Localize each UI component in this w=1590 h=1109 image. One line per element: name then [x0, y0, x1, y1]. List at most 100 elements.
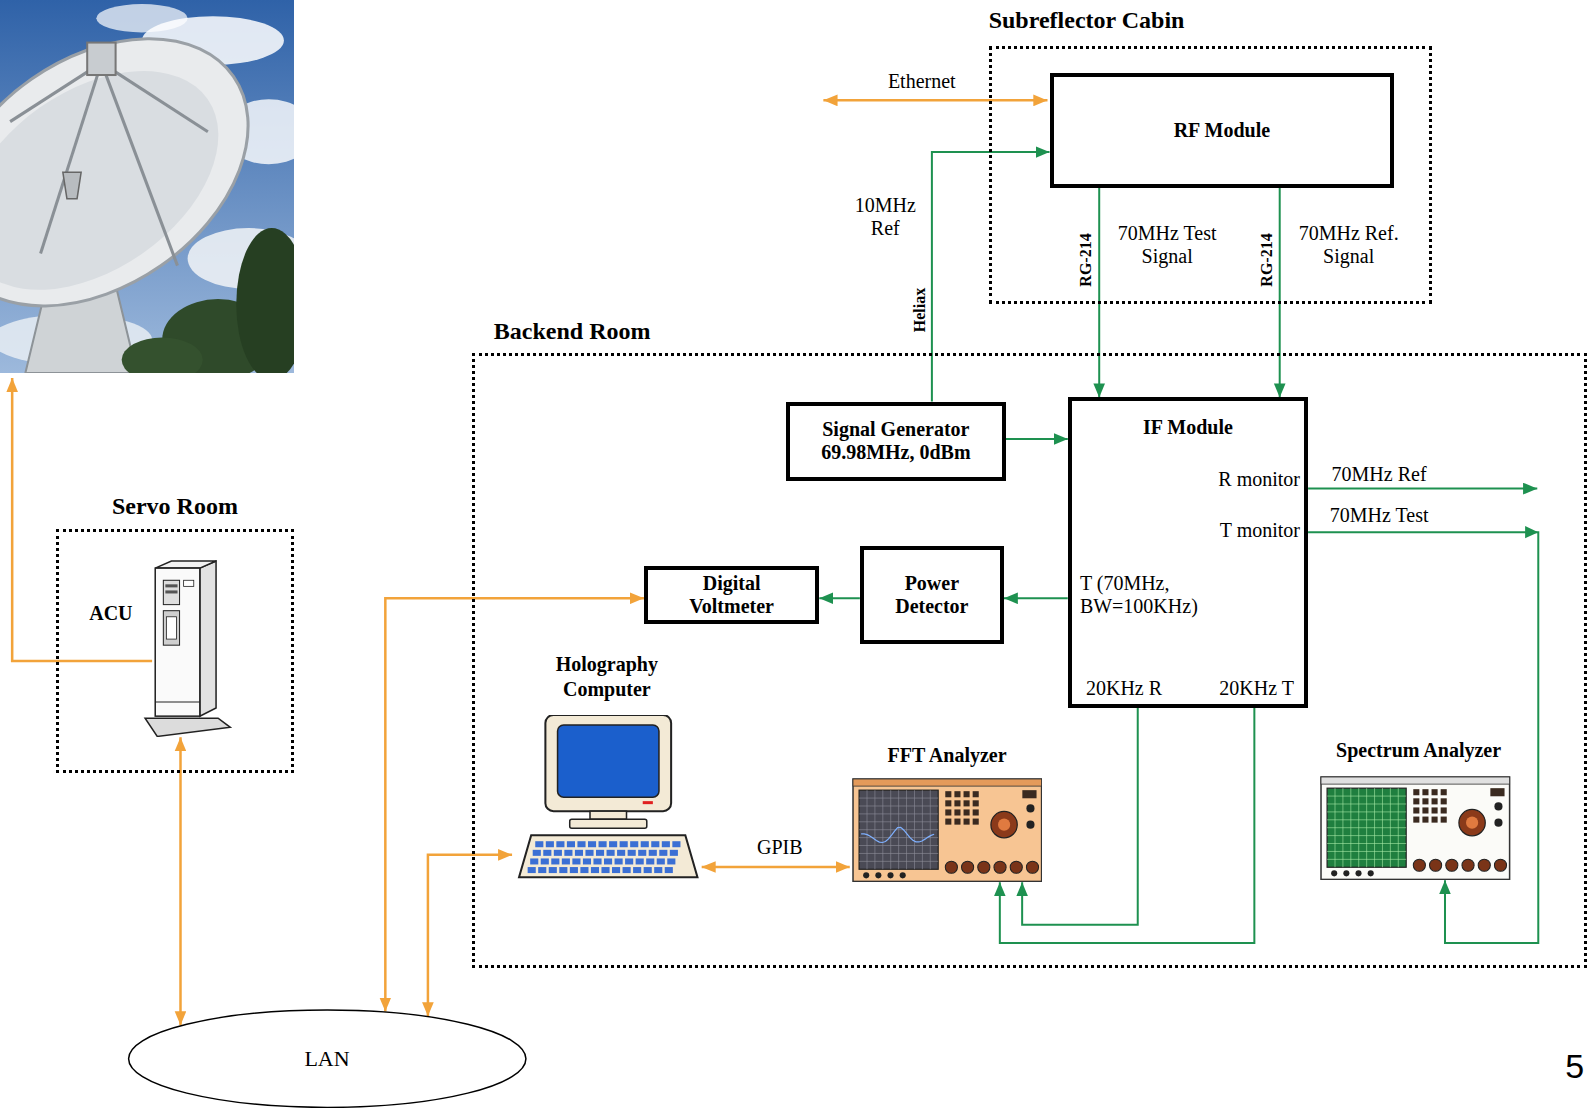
computer-drawing-part	[570, 819, 647, 828]
computer-drawing-part	[638, 850, 646, 856]
computer-drawing-part	[586, 850, 594, 856]
analyzer-drawing-part	[1441, 807, 1447, 813]
analyzer-drawing-part	[1432, 798, 1438, 804]
computer-drawing-part	[643, 801, 653, 804]
analyzer-drawing-part	[963, 800, 969, 806]
analyzer-drawing-part	[945, 809, 951, 815]
analyzer-drawing-part	[972, 809, 978, 815]
analyzer-drawing-part	[1327, 859, 1406, 860]
device-name: Spectrum Analyzer	[1314, 738, 1523, 763]
computer-drawing-part	[651, 841, 659, 847]
analyzer-drawing-part	[945, 818, 951, 824]
analyzer-drawing-part	[1398, 788, 1399, 867]
module-box: RF Module	[1050, 73, 1395, 188]
analyzer-drawing	[1321, 777, 1510, 879]
analyzer-drawing-part	[963, 809, 969, 815]
analyzer-drawing-part	[972, 818, 978, 824]
computer-icon-drawing	[517, 715, 700, 880]
analyzer-drawing-part	[994, 861, 1006, 873]
analyzer-drawing-part	[1423, 816, 1429, 822]
computer-drawing-part	[609, 841, 617, 847]
cabinet-drawing-part	[165, 590, 177, 593]
computer-drawing-part	[649, 850, 657, 856]
analyzer-drawing-part	[998, 818, 1010, 830]
computer-icon: Holography Computer	[512, 652, 702, 880]
analyzer-drawing-part	[930, 790, 931, 869]
analyzer-drawing-part	[1423, 789, 1429, 795]
computer-drawing-part	[554, 850, 562, 856]
cabinet-drawing-part	[184, 580, 194, 586]
device-name: FFT Analyzer	[851, 743, 1044, 768]
r-monitor-output-line	[1308, 488, 1537, 489]
computer-drawing-part	[607, 850, 615, 856]
module-name: IF Module	[1072, 416, 1304, 439]
analyzer-drawing-part	[1432, 807, 1438, 813]
analyzer-drawing-part	[863, 872, 869, 878]
ethernet-line	[823, 100, 1047, 101]
analyzer-drawing-part	[1441, 789, 1447, 795]
instrument-name: Digital Voltmeter	[676, 572, 788, 618]
computer-drawing-part	[599, 841, 607, 847]
cabinet-drawing-part	[155, 701, 200, 702]
analyzer-drawing-part	[1010, 861, 1022, 873]
analyzer-drawing	[853, 779, 1042, 881]
analyzer-drawing-part	[954, 791, 960, 797]
analyzer-drawing-part	[1414, 789, 1420, 795]
computer-drawing-part	[659, 850, 667, 856]
signal-line	[819, 597, 860, 599]
computer-drawing-part	[667, 858, 675, 864]
analyzer-drawing-part	[1374, 788, 1375, 867]
telescope-photo-part	[236, 228, 294, 373]
computer-drawing-part	[644, 867, 652, 873]
analyzer-drawing-part	[1466, 816, 1478, 828]
analyzer-drawing-part	[859, 829, 938, 830]
analyzer-drawing-part	[1414, 816, 1420, 822]
network-name: LAN	[304, 1046, 349, 1071]
analyzer-drawing-part	[972, 800, 978, 806]
acu-to-antenna-line	[12, 378, 152, 661]
r-monitor-output-line-part	[1308, 488, 1537, 490]
analyzer-drawing-part	[922, 790, 923, 869]
computer-drawing-part	[580, 867, 588, 873]
analyzer-drawing-part	[1368, 870, 1374, 876]
computer-drawing-part	[665, 867, 673, 873]
computer-drawing-part	[572, 858, 580, 864]
analyzer-drawing-part	[1026, 861, 1038, 873]
computer-drawing-part	[528, 867, 536, 873]
analyzer-drawing-part	[1459, 809, 1485, 835]
analyzer-drawing-part	[954, 800, 960, 806]
network-link	[702, 866, 850, 869]
analyzer-drawing-part	[1356, 870, 1362, 876]
computer-drawing-part	[657, 858, 665, 864]
computer-drawing-part	[556, 841, 564, 847]
computer-drawing-part	[628, 850, 636, 856]
room-zone: Servo RoomACU	[56, 529, 294, 772]
analyzer-drawing-part	[954, 818, 960, 824]
analyzer-drawing-part	[963, 791, 969, 797]
computer-drawing-part	[625, 858, 633, 864]
port-name: T monitor	[1220, 519, 1300, 542]
computer-drawing-part	[641, 841, 649, 847]
computer-drawing-part	[604, 858, 612, 864]
analyzer-drawing-part	[859, 853, 938, 854]
acu-cabinet-drawing	[139, 560, 235, 737]
instrument-name: Signal Generator 69.98MHz, 0dBm	[797, 418, 995, 464]
cable-type: RG-214	[1257, 233, 1275, 286]
computer-drawing-part	[630, 841, 638, 847]
analyzer-drawing-part	[1495, 859, 1507, 871]
analyzer-drawing-part	[853, 779, 1042, 786]
edge-label: 10MHz Ref	[845, 194, 926, 240]
computer-drawing-part	[590, 811, 627, 819]
analyzer-drawing-part	[1441, 798, 1447, 804]
analyzer-drawing-part	[1414, 807, 1420, 813]
computer-drawing-part	[596, 850, 604, 856]
telescope-photo	[0, 0, 294, 373]
computer-drawing-part	[575, 850, 583, 856]
module-box: IF ModuleR monitorT monitorT (70MHz, BW=…	[1068, 397, 1308, 707]
analyzer-drawing-part	[1026, 820, 1034, 828]
cable-type: RG-214	[1077, 233, 1095, 286]
telescope-photo-part	[0, 26, 259, 335]
analyzer-icon-drawing	[1320, 776, 1511, 880]
computer-drawing-part	[583, 858, 591, 864]
